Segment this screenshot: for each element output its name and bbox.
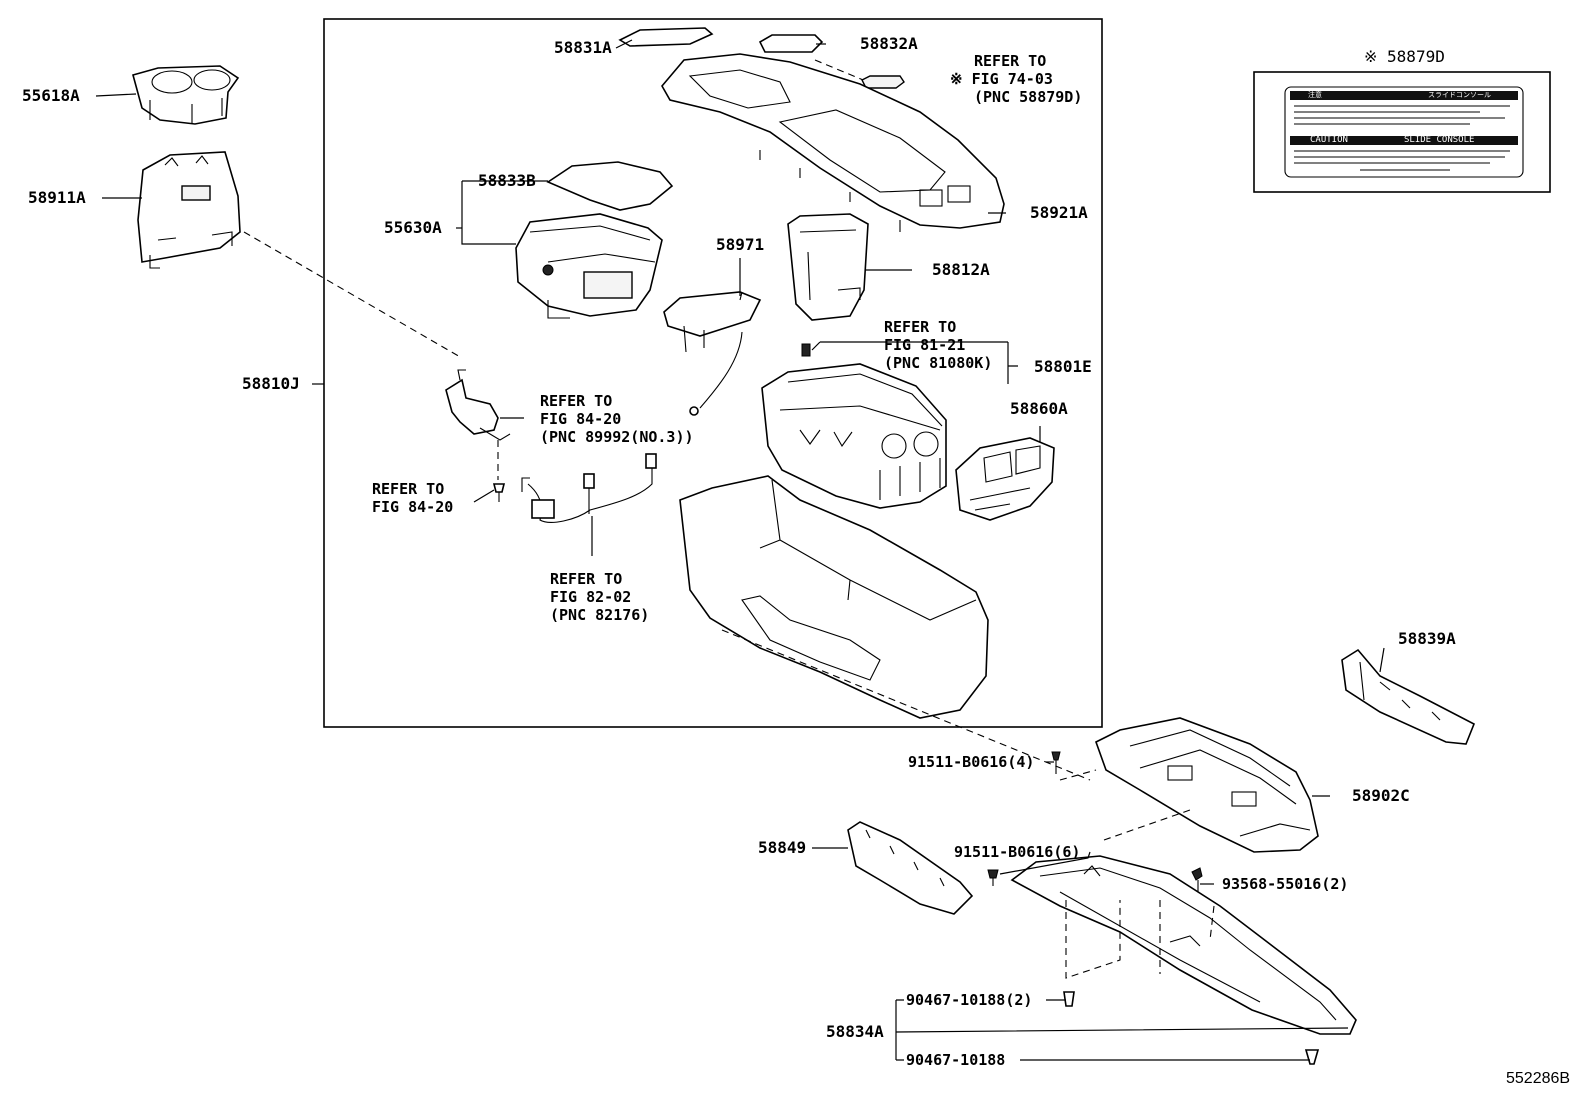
part-label-58839A: 58839A	[1398, 629, 1456, 648]
refer-note-74-03: REFER TO ※ FIG 74-03 (PNC 58879D)	[950, 52, 1082, 106]
refer-line: FIG 84-20	[372, 498, 454, 516]
part-label-58831A: 58831A	[554, 38, 612, 57]
refer-note-82-02: REFER TO FIG 82-02 (PNC 82176)	[550, 570, 649, 624]
sensor-bracket-89992	[445, 369, 511, 502]
refer-line: REFER TO	[550, 570, 623, 588]
leader-lines	[95, 39, 1385, 1061]
clip-81080K	[801, 343, 811, 357]
caution-label-slide: SLIDE CONSOLE	[1404, 135, 1475, 145]
inner-cup-58812A	[787, 213, 869, 321]
bracket-cable-58971	[663, 291, 762, 416]
refer-line: (PNC 82176)	[550, 606, 650, 624]
part-label-58833B: 58833B	[478, 171, 536, 190]
caution-label-title: ※ 58879D	[1364, 47, 1445, 66]
console-box-58801E	[761, 363, 947, 509]
wire-harness-82176	[521, 453, 657, 523]
refer-note-81-21: REFER TO FIG 81-21 (PNC 81080K)	[884, 318, 992, 372]
refer-line: FIG 81-21	[884, 336, 966, 354]
refer-line: (PNC 89992(NO.3))	[540, 428, 694, 446]
refer-line: REFER TO	[884, 318, 957, 336]
screw-icons	[987, 751, 1320, 1065]
part-label-58834A: 58834A	[826, 1022, 884, 1041]
refer-line: (PNC 58879D)	[974, 88, 1083, 106]
part-label-58812A: 58812A	[932, 260, 990, 279]
fastener-label-3: 93568-55016(2)	[1222, 875, 1349, 893]
guide-dash-58911A	[243, 231, 463, 359]
vent-58860A	[955, 437, 1055, 521]
caution-label-caution: CAUTION	[1310, 135, 1348, 145]
part-label-58810J: 58810J	[242, 374, 300, 393]
lid-58833B	[546, 161, 674, 211]
refer-line: FIG 82-02	[550, 588, 632, 606]
refer-note-84-20-b: REFER TO FIG 84-20	[372, 480, 453, 516]
refer-line: REFER TO	[974, 52, 1047, 70]
fastener-label-5: 90467-10188	[906, 1051, 1006, 1069]
caution-label-slide-jp: スライドコンソール	[1428, 91, 1491, 99]
cover-58849	[847, 821, 974, 915]
figure-id: 552286B	[1506, 1070, 1571, 1087]
refer-line: REFER TO	[540, 392, 613, 410]
cup-holder-55618A	[132, 65, 240, 125]
refer-line: (PNC 81080K)	[884, 354, 993, 372]
part-label-58902C: 58902C	[1352, 786, 1410, 805]
cover-58831A	[618, 27, 714, 47]
refer-line: FIG 84-20	[540, 410, 622, 428]
part-label-58911A: 58911A	[28, 188, 86, 207]
part-label-58832A: 58832A	[860, 34, 918, 53]
caution-label-58879D	[1253, 71, 1551, 193]
lower-console-body	[679, 475, 1091, 781]
part-label-58849: 58849	[758, 838, 807, 857]
storage-box-55630A	[515, 213, 663, 319]
part-label-58860A: 58860A	[1010, 399, 1068, 418]
refer-line: REFER TO	[372, 480, 445, 498]
side-panel-58839A	[1341, 648, 1476, 745]
part-label-58801E: 58801E	[1034, 357, 1092, 376]
fastener-label-2: 91511-B0616(6)	[954, 843, 1081, 861]
tray-58834A	[1010, 769, 1357, 1035]
fastener-label-4: 90467-10188(2)	[906, 991, 1033, 1009]
assembly-group-box	[323, 18, 1103, 728]
bracket-panel-58911A	[137, 151, 241, 269]
refer-line: ※ FIG 74-03	[950, 70, 1053, 88]
part-label-55618A: 55618A	[22, 86, 80, 105]
frame-58902C	[1095, 717, 1319, 853]
refer-note-84-20-a: REFER TO FIG 84-20 (PNC 89992(NO.3))	[540, 392, 694, 446]
fastener-label-1: 91511-B0616(4)	[908, 753, 1035, 771]
part-label-55630A: 55630A	[384, 218, 442, 237]
part-label-58921A: 58921A	[1030, 203, 1088, 222]
caution-label-warning-jp: 注意	[1308, 91, 1322, 99]
part-label-58971: 58971	[716, 235, 765, 254]
cover-58832A	[758, 34, 905, 89]
